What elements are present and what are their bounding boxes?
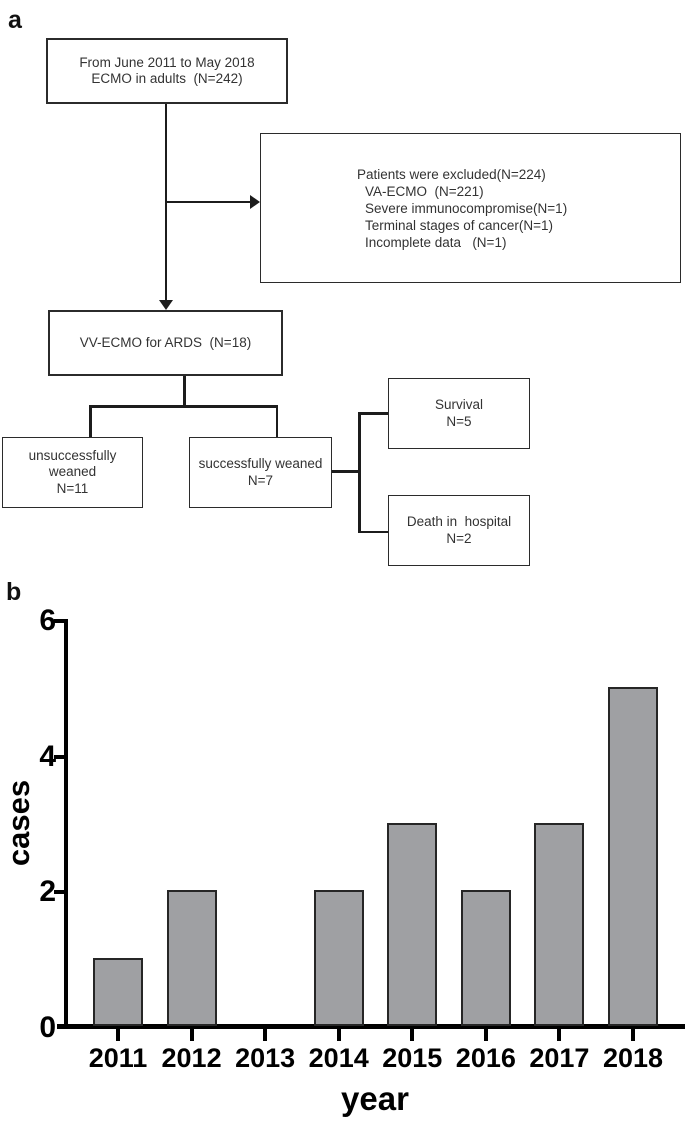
successful-line-2: N=7 [247,472,274,488]
connector-vvecmo-stem [183,376,186,407]
successful-line-1: successfully weaned [198,456,323,471]
y-tick-label: 4 [39,739,56,773]
connector-branch-right-drop [275,405,278,438]
x-tick-label: 2017 [529,1043,590,1073]
flow-box-excluded: Patients were excluded(N=224) VA-ECMO (N… [260,133,681,283]
x-tick [336,1029,341,1041]
y-tick-label: 6 [39,604,56,637]
y-tick [54,619,66,623]
unsuccessful-line-2: weaned [48,464,97,480]
bar [460,890,511,1026]
excluded-line-3: Severe immunocompromise(N=1) [365,200,568,216]
x-axis-title: year [341,1080,409,1117]
flow-box-survival: Survival N=5 [388,378,530,449]
y-tick [54,754,66,759]
vv-ecmo-text: VV-ECMO for ARDS (N=18) [79,334,252,350]
x-tick-label: 2012 [161,1043,222,1073]
unsuccessful-line-3: N=11 [56,480,89,496]
connector-successful-to-bracket [332,470,360,473]
unsuccessful-line-1: unsuccessfully [28,447,117,463]
x-tick-label: 2018 [602,1043,664,1073]
start-line-1: From June 2011 to May 2018 [79,54,255,70]
y-tick-label: 0 [39,1011,56,1044]
x-tick [410,1029,415,1041]
bracket-top-stub [358,412,388,415]
x-tick [557,1029,562,1041]
x-tick-label: 2016 [455,1043,516,1073]
x-tick [116,1029,120,1041]
x-tick-label: 2013 [235,1043,296,1073]
excluded-line-5: Incomplete data (N=1) [365,234,507,250]
panel-b-label: b [6,578,22,606]
excluded-line-4: Terminal stages of cancer(N=1) [365,217,553,233]
excluded-line-2: VA-ECMO (N=221) [365,183,484,199]
death-line-1: Death in hospital [406,514,512,529]
x-axis-line [57,1024,685,1029]
flow-box-death: Death in hospital N=2 [388,495,530,566]
flow-box-vv-ecmo: VV-ECMO for ARDS (N=18) [48,310,283,376]
death-line-2: N=2 [446,530,472,546]
bar [387,822,438,1026]
bar [313,890,364,1026]
survival-line-2: N=5 [446,413,472,429]
start-line-2: ECMO in adults (N=242) [91,71,243,86]
connector-to-excluded [165,201,250,203]
bracket-bottom-stub [358,530,388,533]
y-tick [54,890,66,895]
bar [93,958,143,1026]
survival-line-1: Survival [434,397,483,412]
panel-a-label: a [8,6,22,34]
connector-branch-horizontal [89,405,278,408]
y-axis-line [64,619,68,1025]
x-tick-label: 2015 [382,1043,443,1073]
connector-branch-left-drop [89,405,92,438]
bar [534,822,585,1026]
flow-box-start: From June 2011 to May 2018 ECMO in adult… [46,38,288,104]
x-tick [189,1029,194,1041]
y-tick-label: 2 [39,875,56,909]
excluded-line-1: Patients were excluded(N=224) [357,166,546,182]
arrowhead-right-icon [250,195,260,209]
flow-box-unsuccessful: unsuccessfully weaned N=11 [2,437,143,508]
x-tick [483,1029,488,1041]
arrowhead-down-icon [159,300,173,310]
bar [607,686,658,1026]
x-tick [630,1029,635,1041]
x-tick-label: 2014 [308,1043,369,1073]
x-tick [263,1029,268,1041]
bracket-vertical [358,412,361,533]
bar [166,890,217,1026]
flow-box-successful: successfully weaned N=7 [189,437,332,508]
x-tick-label: 2011 [88,1043,148,1073]
